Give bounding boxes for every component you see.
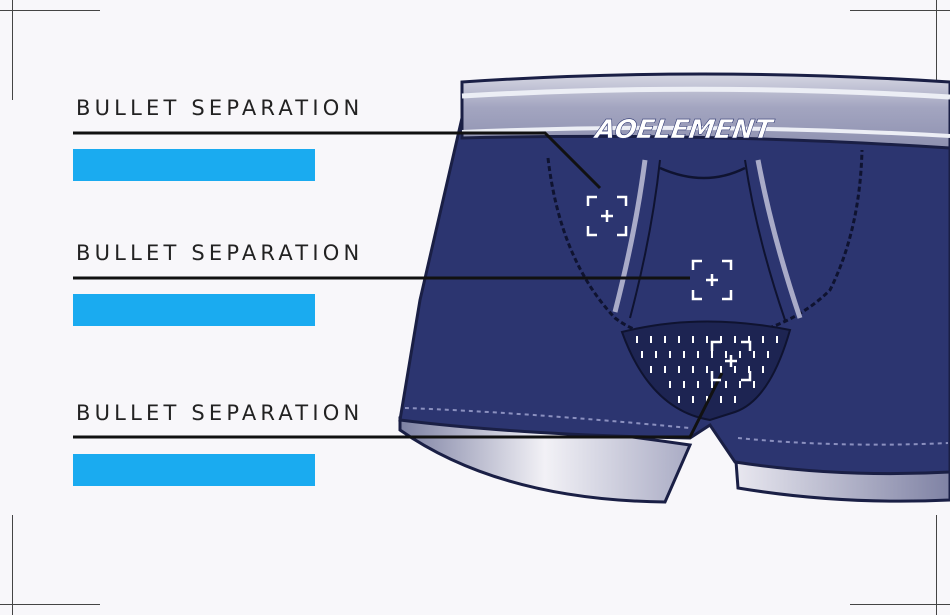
mesh-dot — [655, 351, 657, 358]
mesh-dot — [753, 381, 755, 388]
mesh-dot — [664, 336, 666, 343]
mesh-dot — [683, 381, 685, 388]
frame-top-left-v — [12, 0, 13, 100]
mesh-dot — [762, 336, 764, 343]
mesh-dot — [650, 336, 652, 343]
frame-top-left-h — [0, 10, 100, 11]
mesh-dot — [641, 351, 643, 358]
mesh-dot — [678, 336, 680, 343]
frame-bottom-left-h — [0, 604, 100, 605]
mesh-dot — [678, 396, 680, 403]
accent-bar-3 — [73, 454, 315, 486]
mesh-dot — [706, 366, 708, 373]
mesh-dot — [734, 336, 736, 343]
hem-stitch-left — [404, 407, 691, 429]
mesh-dot — [739, 351, 741, 358]
separation-panel-right — [755, 159, 803, 319]
label-bullet-separation-1: BULLET SEPARATION — [76, 96, 364, 120]
mesh-dot — [734, 396, 736, 403]
mesh-dot — [692, 336, 694, 343]
mesh-dot — [697, 381, 699, 388]
label-bullet-separation-3: BULLET SEPARATION — [76, 401, 364, 425]
mesh-dot — [748, 336, 750, 343]
mesh-dot — [711, 351, 713, 358]
mesh-dot — [692, 366, 694, 373]
mesh-dot — [636, 336, 638, 343]
mesh-dot — [664, 366, 666, 373]
frame-bottom-right-h — [850, 604, 950, 605]
mesh-dot — [706, 336, 708, 343]
frame-top-right-v — [936, 0, 937, 100]
separation-panel-left — [612, 159, 648, 313]
mesh-dot — [711, 381, 713, 388]
leader-line-3 — [73, 372, 724, 439]
pouch-outline — [546, 149, 864, 343]
mesh-dot — [692, 396, 694, 403]
mesh-dots — [636, 336, 778, 403]
leader-line-1 — [73, 131, 602, 190]
focus-plus-icon — [710, 340, 752, 382]
mesh-dot — [720, 336, 722, 343]
mesh-dot — [734, 366, 736, 373]
focus-plus-icon — [691, 259, 733, 301]
mesh-dot — [720, 366, 722, 373]
frame-bottom-left-v — [12, 515, 13, 615]
mesh-dot — [720, 396, 722, 403]
frame-top-right-h — [850, 10, 950, 11]
mesh-dot — [739, 381, 741, 388]
mesh-dot — [776, 336, 778, 343]
accent-bar-1 — [73, 149, 315, 181]
pouch-top-arc — [659, 166, 746, 180]
frame-bottom-right-v — [936, 515, 937, 615]
mesh-dot — [706, 396, 708, 403]
label-bullet-separation-2: BULLET SEPARATION — [76, 241, 364, 265]
mesh-dot — [650, 366, 652, 373]
mesh-dot — [762, 366, 764, 373]
mesh-dot — [678, 366, 680, 373]
mesh-dot — [725, 351, 727, 358]
separation-panel-right-edge — [744, 159, 786, 321]
mesh-dot — [669, 351, 671, 358]
mesh-dot — [683, 351, 685, 358]
mesh-dot — [748, 366, 750, 373]
mesh-dot — [697, 351, 699, 358]
mesh-dot — [669, 381, 671, 388]
waistband-stripe-2 — [461, 125, 950, 138]
hem-stitch-right — [737, 437, 949, 446]
mesh-dot — [767, 351, 769, 358]
boxer-body — [398, 116, 950, 476]
brand-logo: AOELEMENT — [591, 115, 776, 145]
focus-plus-icon — [586, 195, 628, 237]
mesh-dot — [753, 351, 755, 358]
separation-panel-left-edge — [629, 159, 661, 319]
mesh-dot — [725, 381, 727, 388]
waistband-stripe — [461, 86, 950, 100]
accent-bar-2 — [73, 294, 315, 326]
